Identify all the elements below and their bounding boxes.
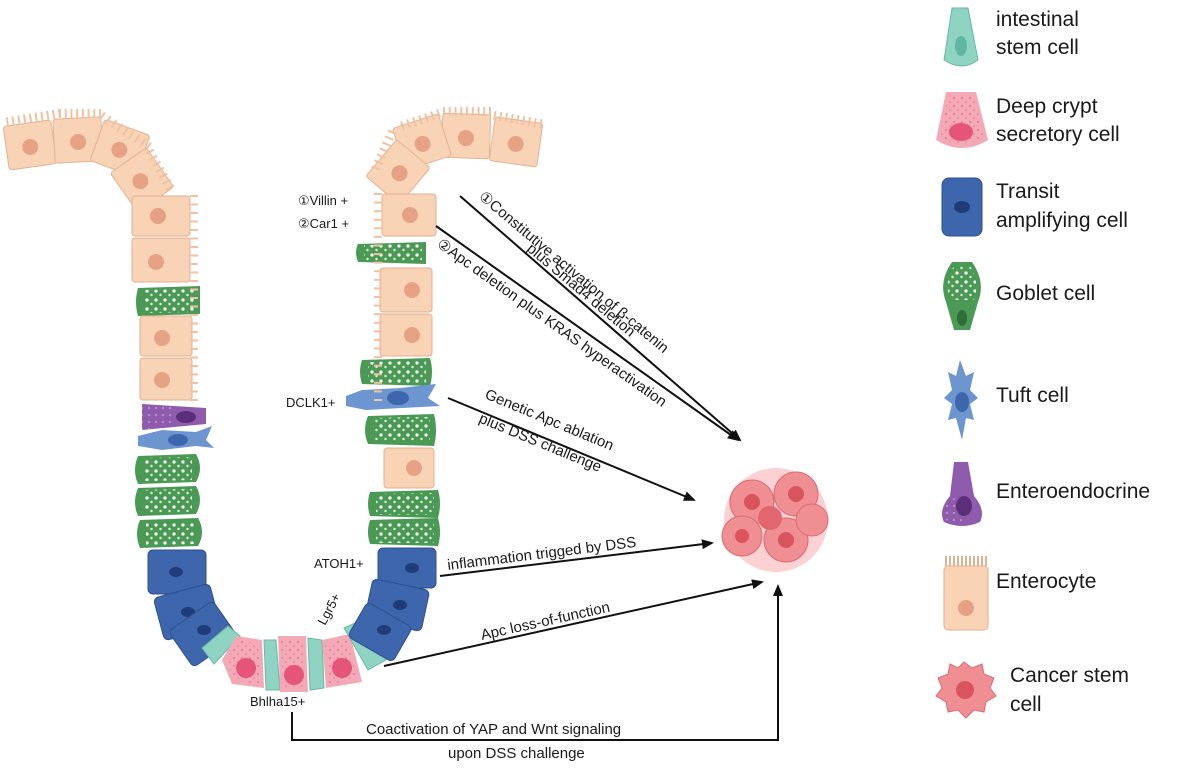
arrow-dclk1 bbox=[447, 397, 696, 501]
tuft-cell bbox=[138, 426, 214, 450]
legend-label-transit-line2: amplifying cell bbox=[996, 209, 1128, 232]
tuft-cell-icon bbox=[944, 360, 978, 440]
cancer-stem-cell-icon bbox=[935, 661, 997, 719]
enterocyte-cell bbox=[131, 195, 191, 237]
legend-label-cancer-line2: cell bbox=[1010, 693, 1042, 716]
legend-label-secretory-line2: secretory cell bbox=[996, 123, 1120, 146]
goblet-cell bbox=[365, 414, 436, 446]
goblet-cell bbox=[135, 486, 200, 516]
legend-label-secretory-line1: Deep crypt bbox=[996, 95, 1098, 118]
cell-type-legend: intestinal stem cell Deep crypt secretor… bbox=[935, 7, 1150, 719]
legend-label-stem-line2: stem cell bbox=[996, 36, 1079, 59]
transit-amplifying-cell-icon bbox=[941, 177, 983, 237]
right-crypt-wall bbox=[346, 112, 543, 661]
legend-label-transit-line1: Transit bbox=[996, 180, 1060, 203]
deep-crypt-secretory-cell bbox=[322, 634, 362, 688]
tuft-cell bbox=[346, 384, 440, 410]
enterocyte-cell bbox=[379, 313, 433, 357]
transit-amplifying-cell bbox=[169, 601, 237, 667]
enterocyte-cell bbox=[52, 116, 104, 164]
goblet-cell bbox=[137, 518, 202, 548]
deep-crypt-secretory-cell-icon bbox=[936, 92, 988, 148]
enterocyte-cell bbox=[139, 315, 193, 357]
marker-label-atoh1: ATOH1+ bbox=[314, 556, 364, 571]
legend-label-goblet: Goblet cell bbox=[996, 282, 1095, 305]
goblet-cell bbox=[368, 490, 440, 518]
arrow-bhlha15 bbox=[291, 584, 783, 741]
legend-label-tuft: Tuft cell bbox=[996, 384, 1069, 407]
enterocyte-cell bbox=[489, 116, 543, 168]
enterocyte-cell bbox=[131, 237, 191, 283]
legend-label-enterocyte: Enterocyte bbox=[996, 570, 1096, 593]
cancer-stem-cell-cluster bbox=[721, 468, 829, 572]
arrow-villin bbox=[459, 195, 742, 442]
legend-label-enteroendocrine: Enteroendocrine bbox=[996, 480, 1150, 503]
marker-label-bhlha15: Bhlha15+ bbox=[250, 694, 305, 709]
left-crypt-wall bbox=[3, 116, 237, 667]
arrow-car1 bbox=[435, 225, 740, 442]
goblet-cell bbox=[136, 286, 200, 316]
marker-label-car1: ②Car1 + bbox=[298, 216, 349, 231]
transit-amplifying-cell bbox=[147, 549, 207, 595]
label-yap-wnt-line2: upon DSS challenge bbox=[448, 745, 585, 762]
goblet-cell bbox=[360, 358, 432, 386]
enterocyte-icon bbox=[943, 556, 989, 631]
enterocyte-cell bbox=[379, 267, 433, 313]
transit-amplifying-cell bbox=[348, 603, 412, 661]
deep-crypt-secretory-cell bbox=[278, 636, 308, 692]
intestinal-stem-cell bbox=[263, 639, 281, 691]
pathway-arrows bbox=[291, 195, 783, 741]
enteroendocrine-icon bbox=[942, 462, 982, 526]
enterocyte-cell bbox=[3, 119, 57, 171]
legend-label-cancer-line1: Cancer stem bbox=[1010, 664, 1129, 687]
enterocyte-cell bbox=[383, 447, 435, 489]
enteroendocrine-cell bbox=[142, 404, 206, 430]
transit-amplifying-cell bbox=[377, 547, 437, 589]
intestinal-stem-cell bbox=[307, 637, 325, 691]
brush-border bbox=[5, 107, 543, 401]
intestinal-stem-cell bbox=[201, 625, 241, 665]
goblet-cell bbox=[368, 518, 440, 546]
label-apc-lof: Apc loss-of-function bbox=[479, 599, 611, 644]
arrow-lgr5 bbox=[383, 579, 764, 667]
goblet-cell bbox=[356, 242, 426, 264]
enterocyte-cell bbox=[139, 357, 193, 401]
intestinal-stem-cell-icon bbox=[943, 7, 979, 67]
marker-label-dclk1: DCLK1+ bbox=[286, 395, 336, 410]
arrow-atoh1 bbox=[439, 539, 714, 577]
enterocyte-cell bbox=[381, 193, 437, 237]
deep-crypt-secretory-cell bbox=[222, 636, 264, 688]
goblet-cell-icon bbox=[943, 262, 981, 330]
marker-label-lgr5: Lgr5+ bbox=[314, 591, 343, 628]
legend-label-stem-line1: intestinal bbox=[996, 8, 1079, 31]
label-inflammation: inflammation trigged by DSS bbox=[446, 534, 637, 574]
enterocyte-cell bbox=[440, 112, 492, 160]
label-yap-wnt-line1: Coactivation of YAP and Wnt signaling bbox=[366, 721, 621, 738]
marker-label-villin: ①Villin + bbox=[298, 193, 348, 208]
goblet-cell bbox=[135, 454, 200, 484]
